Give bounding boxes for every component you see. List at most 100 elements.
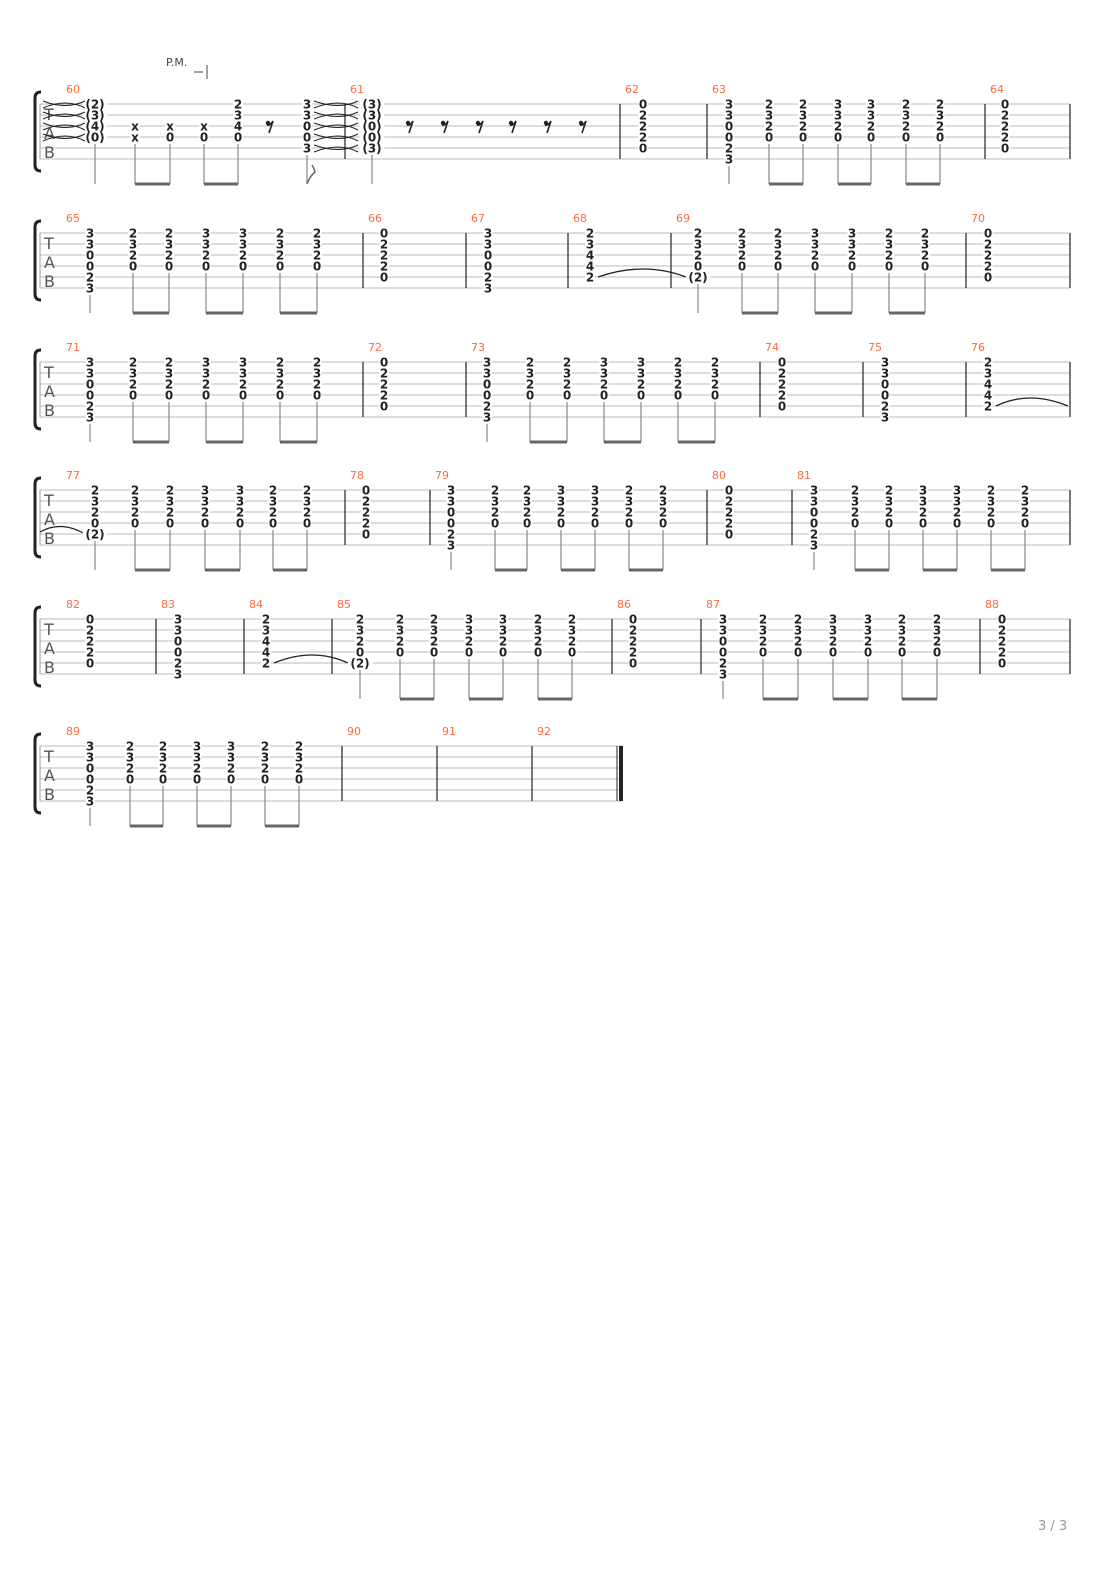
fret-bg — [983, 368, 993, 378]
fret-number: 2 — [881, 400, 889, 414]
fret-bg — [793, 647, 803, 657]
fret-number: 2 — [380, 367, 388, 381]
fret-number: 2 — [202, 378, 210, 392]
fret-number: 0 — [313, 389, 321, 403]
fret-number: 0 — [984, 271, 992, 285]
fret-bg — [567, 625, 577, 635]
measure-number: 79 — [435, 469, 449, 482]
fret-number: 2 — [829, 635, 837, 649]
fret-number: 4 — [262, 635, 270, 649]
fret-bg — [884, 485, 894, 495]
fret-bg — [997, 614, 1007, 624]
fret-number: 2 — [262, 657, 270, 671]
fret-number: 2 — [396, 613, 404, 627]
slide-arc — [42, 122, 86, 128]
fret-number: 3 — [465, 613, 473, 627]
fret-bg — [355, 625, 365, 635]
fret-bg — [556, 507, 566, 517]
fret-bg — [260, 763, 270, 773]
slide-arc — [42, 135, 86, 142]
fret-number: 0 — [430, 646, 438, 660]
fret-number: 2 — [799, 120, 807, 134]
fret-bg — [847, 250, 857, 260]
fret-bg — [85, 239, 95, 249]
fret-bg — [275, 357, 285, 367]
fret-bg — [1000, 121, 1010, 131]
fret-bg — [130, 121, 140, 131]
fret-number: 2 — [919, 506, 927, 520]
fret-number: 3 — [534, 624, 542, 638]
fret-bg — [275, 239, 285, 249]
fret-number: 2 — [629, 646, 637, 660]
fret-number: 2 — [380, 389, 388, 403]
fret-number: 2 — [129, 249, 137, 263]
fret-number: 0 — [799, 131, 807, 145]
fret-bg — [312, 228, 322, 238]
tab-clef-letter: B — [44, 401, 55, 420]
tab-clef-letter: B — [44, 785, 55, 804]
measure-number: 65 — [66, 212, 80, 225]
fret-number: 3 — [725, 98, 733, 112]
fret-number: 0 — [867, 131, 875, 145]
fret-number: 3 — [953, 495, 961, 509]
fret-bg — [773, 250, 783, 260]
fret-bg — [1000, 99, 1010, 109]
measure-number: 90 — [347, 725, 361, 738]
fret-number: 2 — [725, 506, 733, 520]
fret-number: 3 — [794, 624, 802, 638]
fret-number: 0 — [276, 389, 284, 403]
fret-number: 2 — [129, 378, 137, 392]
fret-number: 3 — [881, 367, 889, 381]
fret-bg — [128, 368, 138, 378]
fret-number: 2 — [86, 624, 94, 638]
fret-bg — [483, 250, 493, 260]
fret-number: 2 — [639, 131, 647, 145]
fret-bg — [809, 485, 819, 495]
fret-bg — [302, 518, 312, 528]
eighth-rest-icon — [544, 120, 552, 134]
fret-number: (2) — [350, 657, 369, 671]
fret-bg — [525, 357, 535, 367]
fret-bg — [710, 357, 720, 367]
fret-number: 3 — [447, 495, 455, 509]
fret-bg — [85, 796, 95, 806]
fret-number: 0 — [86, 378, 94, 392]
fret-bg — [986, 507, 996, 517]
fret-number: 2 — [563, 378, 571, 392]
tie-arc — [313, 146, 359, 153]
fret-number: 3 — [447, 539, 455, 553]
fret-bg — [158, 763, 168, 773]
fret-bg — [850, 496, 860, 506]
slide-arc — [42, 113, 86, 120]
fret-number: 3 — [810, 539, 818, 553]
fret-bg — [952, 485, 962, 495]
fret-number: 0 — [1021, 517, 1029, 531]
fret-number: 2 — [625, 506, 633, 520]
fret-bg — [562, 390, 572, 400]
tie-arc — [313, 100, 359, 106]
fret-number: 2 — [629, 624, 637, 638]
fret-bg — [235, 496, 245, 506]
fret-number: 2 — [534, 613, 542, 627]
fret-bg — [261, 658, 271, 668]
fret-number: 3 — [295, 751, 303, 765]
fret-number: 2 — [725, 517, 733, 531]
fret-number: 3 — [625, 495, 633, 509]
fret-bg — [268, 496, 278, 506]
fret-number: 2 — [276, 227, 284, 241]
fret-number: 2 — [86, 784, 94, 798]
fret-bg — [464, 614, 474, 624]
fret-bg — [567, 614, 577, 624]
fret-bg — [920, 228, 930, 238]
fret-bg — [261, 647, 271, 657]
fret-number: 2 — [674, 378, 682, 392]
fret-bg — [361, 496, 371, 506]
fret-number: 3 — [202, 367, 210, 381]
fret-bg — [833, 110, 843, 120]
fret-bg — [128, 250, 138, 260]
fret-number: 3 — [829, 624, 837, 638]
tab-clef-letter: T — [43, 747, 54, 766]
fret-bg — [490, 485, 500, 495]
fret-number: 3 — [356, 624, 364, 638]
fret-bg — [302, 507, 312, 517]
